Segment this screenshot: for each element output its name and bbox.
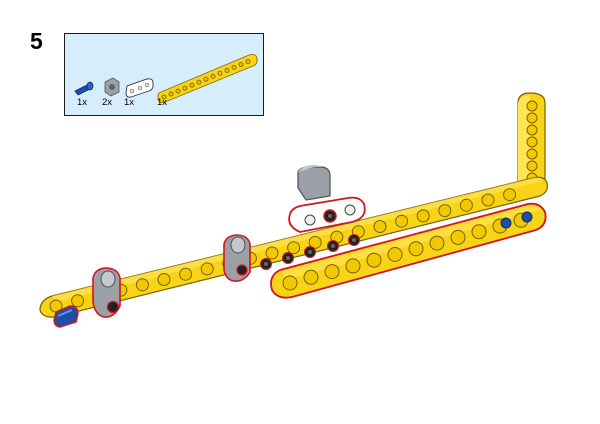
pin-center <box>331 244 335 248</box>
beam-hole <box>526 148 538 160</box>
beam-hole <box>450 229 466 245</box>
front-yellow-beam-highlighted <box>270 202 547 299</box>
part-quantity-axle-pin: 1x <box>77 97 88 108</box>
beam-hole <box>71 294 85 308</box>
white-beam-3-part <box>125 78 154 98</box>
middle-gray-cross-block <box>223 234 251 282</box>
beam-hole <box>265 246 279 260</box>
beam-hole <box>282 275 298 291</box>
beam-hole <box>200 262 214 276</box>
beam-hole <box>387 247 403 262</box>
beam-hole <box>526 136 538 148</box>
step-number: 5 <box>30 28 43 54</box>
left-gray-cross-block <box>92 267 121 318</box>
pin-center <box>264 262 268 266</box>
beam-hole <box>503 188 517 202</box>
beam-hole <box>416 209 430 223</box>
blue-axle-pin-part <box>74 81 94 96</box>
beam-hole <box>161 94 167 100</box>
beam-hole <box>135 278 149 292</box>
pin-center <box>308 250 312 254</box>
beam-hole <box>459 198 473 212</box>
beam-hole <box>366 252 382 268</box>
beam-hole <box>438 204 452 218</box>
beam-hole <box>287 241 301 255</box>
pin-center <box>352 238 356 242</box>
blue-axle-pin-assembled <box>53 305 79 328</box>
beam-hole <box>189 82 195 88</box>
beam-hole <box>245 59 251 65</box>
beam-hole <box>231 65 237 70</box>
beam-hole <box>373 220 387 233</box>
beam-hole <box>157 273 171 286</box>
part-quantity-cross-block: 2x <box>102 97 113 108</box>
beam-hole <box>471 224 487 240</box>
beam-hole <box>324 264 340 280</box>
beam-hole <box>481 193 495 207</box>
beam-hole <box>182 85 188 91</box>
beam-hole <box>203 76 209 82</box>
gray-cross-block-part <box>104 77 120 97</box>
beam-hole <box>238 62 244 68</box>
beam-hole <box>526 160 538 172</box>
beam-hole <box>526 100 538 112</box>
parts-list-panel: 1x 2x 1x 1x <box>64 33 264 116</box>
beam-hole <box>345 258 361 274</box>
long-yellow-beam-back <box>39 176 548 318</box>
black-connector-pins <box>260 234 360 270</box>
part-quantity-yellow-beam: 1x <box>157 97 168 108</box>
upright-yellow-beam <box>517 92 546 191</box>
part-quantity-white-beam: 1x <box>124 97 135 108</box>
beam-hole <box>526 124 538 136</box>
beam-hole <box>217 70 223 76</box>
beam-hole <box>179 267 193 281</box>
beam-hole <box>308 235 322 249</box>
parts-illustrations <box>74 53 258 104</box>
beam-hole <box>168 91 174 97</box>
beam-hole <box>210 73 216 79</box>
beam-hole <box>408 241 424 257</box>
yellow-beam-15-part <box>157 53 258 104</box>
beam-hole <box>395 214 409 228</box>
beam-hole <box>429 235 445 251</box>
beam-hole <box>196 79 202 85</box>
beam-hole <box>175 88 181 94</box>
pin-center <box>286 256 290 260</box>
beam-hole <box>224 67 230 73</box>
rear-gray-cross-block <box>297 164 331 201</box>
beam-hole <box>303 269 319 285</box>
beam-hole <box>526 112 538 124</box>
white-beam-highlighted <box>288 196 366 233</box>
